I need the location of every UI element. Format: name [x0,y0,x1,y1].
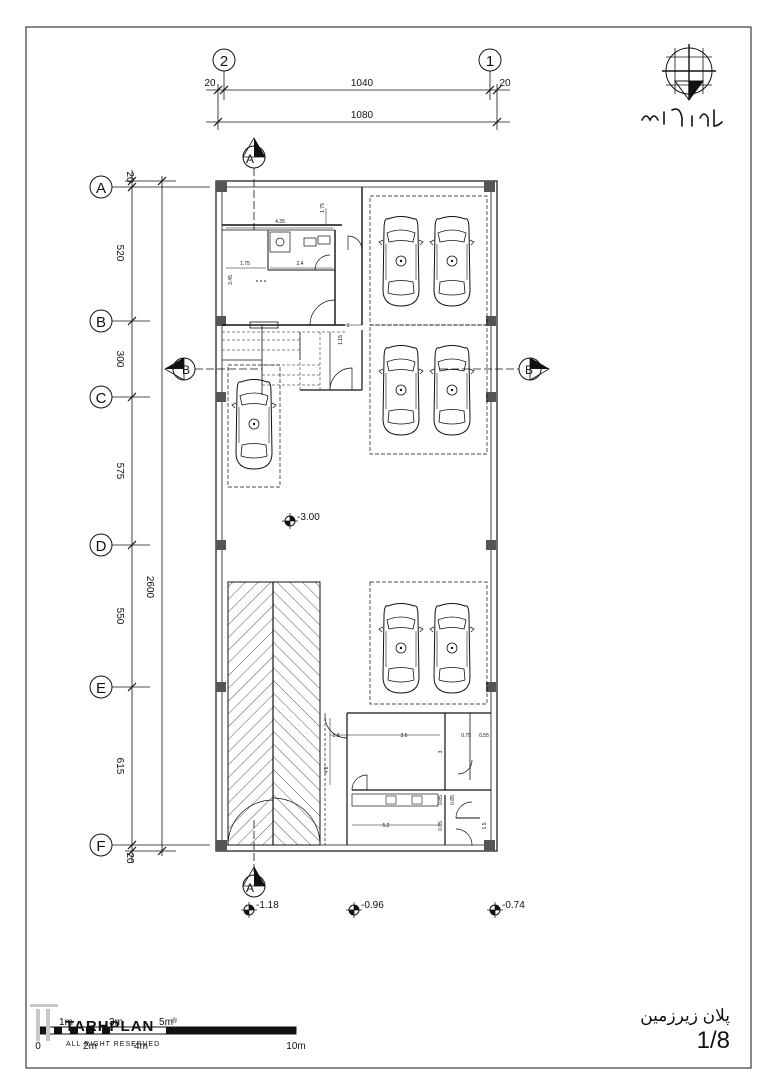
north-arrow-icon [641,44,723,127]
dim-low-b: 0.75 [461,733,471,739]
level-left: -1.18 [256,900,279,911]
dim-upper-width: 4.35 [275,219,285,225]
grid-label-b: B [96,314,106,331]
scale-label-1m: 1m [59,1017,73,1028]
dim-wc-a: 1.75 [240,261,250,267]
scale-label-10m: 10m [286,1041,305,1052]
level-marker-icon [281,512,299,530]
ramp [227,581,321,846]
parking-bay-top-right [369,195,488,326]
level-marker-icon [486,901,504,919]
dim-wc-b: 2.4 [297,261,304,267]
watermark-sub: ALL RIGHT RESERVED [66,1041,160,1048]
dim-overall-height: 2600 [144,576,155,599]
dim-row-ab: 520 [114,245,125,262]
watermark-brand: TARHPLAN [65,1018,154,1035]
dim-stair: 1.15 [338,335,344,345]
dim-row-bc: 300 [114,351,125,368]
dim-low-h: 0.85 [438,795,444,805]
grid-label-e: E [96,680,106,697]
grid-row-f: F [89,833,210,857]
grid-row-c: C [89,385,150,409]
grid-label-a: A [96,180,106,197]
dim-low-f: 3 [438,750,444,753]
left-dimensions: A B C D E F [89,170,210,864]
grid-row-d: D [89,533,150,557]
section-marker-bottom: A [242,820,266,898]
dim-low-k: 0.85 [450,795,456,805]
car-icon [429,603,475,694]
dim-top-right-edge: 20 [499,78,511,89]
section-marker-left: B [164,357,262,381]
dim-row-bottom-edge: 20 [124,852,135,864]
service-rooms-upper: 4.35 1.75 1.75 2.4 3.45 1.15 1 [222,187,363,395]
level-marker-icon [240,901,258,919]
service-rooms-lower: 3.6 0.75 0.55 1.3 4.8 3 5.2 0.85 0.85 1.… [324,712,491,846]
parking-bay-left [227,364,281,488]
dim-low-e: 4.8 [324,766,330,773]
svg-text:B: B [182,363,190,377]
dim-row-top-edge: 20 [124,171,135,183]
car-icon [378,603,424,694]
dim-overall-width: 1080 [351,110,374,121]
dim-upper-depth: 1.75 [320,203,326,213]
level-marker-icon [345,901,363,919]
scale-label-5m: 5m [159,1017,173,1028]
grid-label-2: 2 [220,53,228,70]
dim-stair-b: 1 [347,323,350,329]
scale-label-3m: 3m [109,1017,123,1028]
scale-label-4m: 4m [134,1041,148,1052]
sheet-border [25,26,752,1069]
parking-area [227,195,488,705]
dim-top-left-edge: 20 [204,78,216,89]
dim-low-i: 0.85 [438,821,444,831]
car-icon [378,345,424,436]
svg-text:B: B [525,363,533,377]
dim-row-de: 550 [114,608,125,625]
dim-low-d: 1.3 [333,733,340,739]
drawing-scale: 1/8 [697,1027,730,1054]
level-right: -0.74 [502,900,525,911]
svg-text:A: A [246,152,254,166]
grid-label-1: 1 [486,53,494,70]
car-icon [429,216,475,307]
grid-label-f: F [96,838,105,855]
parking-bay-mid-right [369,324,488,455]
grid-row-a: A [89,175,210,199]
dim-low-c: 0.55 [479,733,489,739]
section-markers: A A B B [164,137,550,898]
section-marker-top: A [242,137,266,230]
dim-low-j: 1.5 [482,822,488,829]
dim-top-span: 1040 [351,78,374,89]
svg-text:A: A [246,881,254,895]
grid-row-b: B [89,309,150,333]
parking-bay-lower-right [369,581,488,705]
watermark-logo: TARHPLAN ® ALL RIGHT RESERVED [30,1004,178,1048]
section-marker-right: B [440,357,550,381]
dim-wc-h: 3.45 [228,275,234,285]
scale-label-2m: 2m [83,1041,97,1052]
dim-row-ef: 615 [114,758,125,775]
level-parking: -3.00 [297,512,320,523]
car-icon [231,379,277,470]
car-icon [429,345,475,436]
building-outline [215,180,498,852]
grid-label-c: C [96,390,107,407]
level-markers: -3.00 -1.18 -0.96 -0.74 [240,512,525,919]
grid-row-e: E [89,675,150,699]
car-icon [378,216,424,307]
level-middle: -0.96 [361,900,384,911]
dim-row-cd: 575 [114,463,125,480]
drawing-title: پلان زیرزمین [640,1006,730,1026]
top-dimensions: 2 1 20 1040 20 1080 [204,48,511,130]
scale-label-0: 0 [35,1041,41,1052]
grid-label-d: D [96,538,107,555]
structural-columns [216,181,496,851]
dim-low-a: 3.6 [401,733,408,739]
dim-low-g: 5.2 [383,823,390,829]
watermark-reg: ® [172,1017,178,1025]
